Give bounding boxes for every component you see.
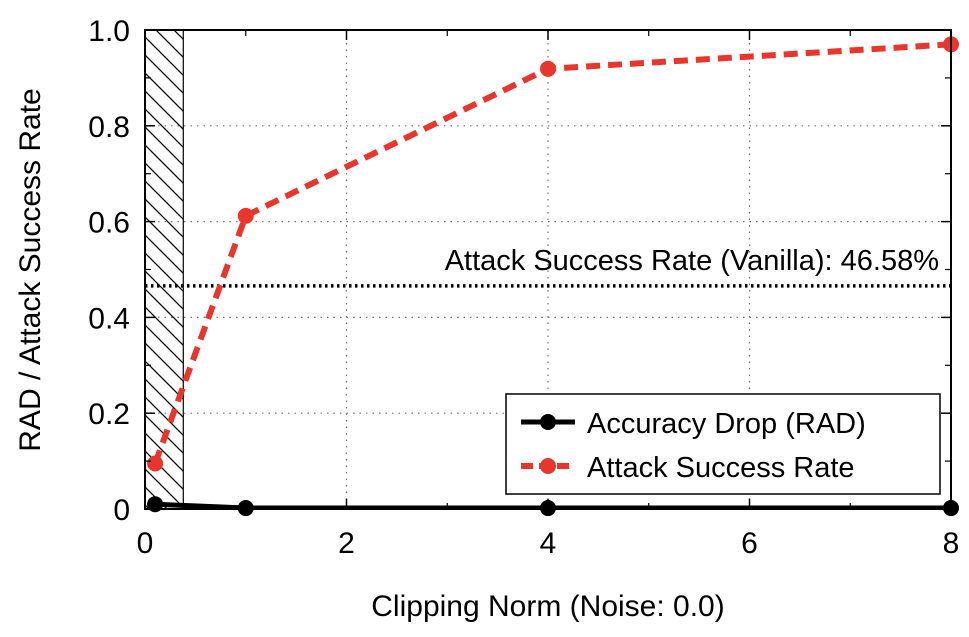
- y-tick-label: 0.2: [88, 398, 130, 431]
- data-point-series-1: [540, 60, 556, 77]
- x-tick-label: 8: [943, 527, 960, 560]
- legend: Accuracy Drop (RAD) Attack Success Rate: [505, 393, 941, 495]
- legend-marker-rad: [540, 414, 556, 430]
- y-tick-label: 0.6: [88, 207, 130, 240]
- data-point-series-1: [237, 207, 254, 224]
- legend-marker-asr: [540, 458, 556, 474]
- legend-box: [505, 393, 941, 495]
- series-line-1: [152, 41, 951, 465]
- y-tick-label: 0.4: [88, 302, 130, 335]
- legend-label-rad: Accuracy Drop (RAD): [587, 408, 866, 440]
- y-tick-label: 0.8: [88, 111, 130, 144]
- y-tick-label: 1.0: [88, 15, 130, 48]
- x-axis-title: Clipping Norm (Noise: 0.0): [371, 590, 724, 623]
- x-tick-label: 0: [137, 527, 154, 560]
- data-point-series-1: [147, 455, 164, 472]
- x-tick-label: 6: [741, 527, 758, 560]
- y-axis-title: RAD / Attack Success Rate: [14, 88, 47, 451]
- hatch-fill: [145, 30, 184, 509]
- legend-label-asr: Attack Success Rate: [587, 452, 855, 484]
- vanilla-reference-label: Attack Success Rate (Vanilla): 46.58%: [445, 245, 939, 277]
- hatched-region: [145, 30, 184, 509]
- axis-ticks: 0 2 4 6 8 0 0.2 0.4 0.6 0.8 1.0: [88, 15, 959, 560]
- y-tick-label: 0: [113, 494, 130, 527]
- x-tick-label: 2: [338, 527, 355, 560]
- reference-line-group: Attack Success Rate (Vanilla): 46.58%: [145, 245, 951, 288]
- x-tick-label: 4: [540, 527, 557, 560]
